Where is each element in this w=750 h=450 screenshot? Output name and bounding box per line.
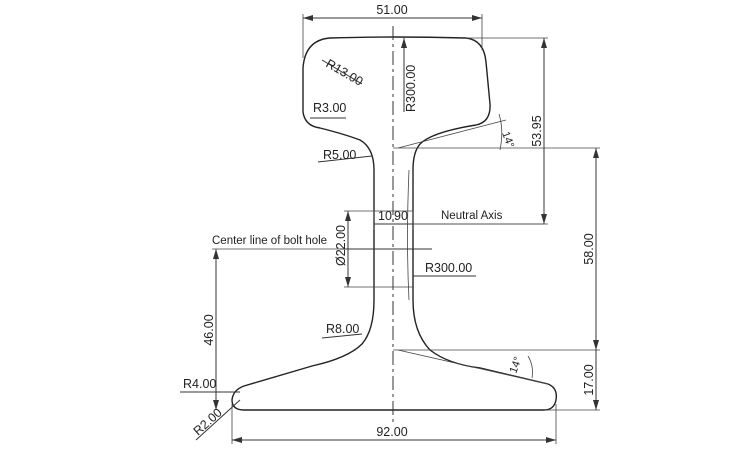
head-angle-ref-line [397, 119, 507, 149]
head-angle-label: 14° [499, 130, 516, 150]
head-web-fillet-label: R5.00 [323, 148, 356, 162]
head-width-label: 51.00 [376, 3, 407, 17]
arrow-head [541, 214, 547, 224]
foot-angle-arc [527, 355, 533, 379]
head-angle-arc [498, 113, 503, 151]
head-lower-radius-label: R3.00 [313, 101, 346, 115]
head-corner-radius-label: R13.00 [324, 56, 366, 88]
foot-tip-lower-radius-label: R2.00 [191, 405, 225, 438]
arrow-head [213, 400, 219, 410]
web-height-label: 58.00 [582, 233, 596, 264]
bolt-hole-center-label: Center line of bolt hole [212, 235, 327, 247]
foot-tip-upper-radius-label: R4.00 [183, 377, 216, 391]
neutral-axis-label: Neutral Axis [441, 210, 503, 222]
arrow-head [213, 249, 219, 259]
web-radius-label: R300.00 [425, 261, 472, 275]
arrow-head [593, 148, 599, 158]
arrow-head [593, 400, 599, 410]
foot-tip-lower-radius-leader [195, 399, 241, 441]
rail-profile-outline [231, 36, 558, 411]
arrow-head [401, 38, 407, 48]
arrow-head [546, 437, 556, 443]
arrow-head [345, 211, 351, 221]
arrow-head [345, 277, 351, 287]
head-height-label: 53.95 [530, 115, 544, 146]
foot-height-label: 17.00 [582, 364, 596, 395]
web-curvature-line [407, 169, 410, 301]
foot-web-fillet-leader [321, 333, 363, 339]
bolt-hole-diameter-label: Ø22.00 [334, 225, 348, 266]
head-web-fillet-leader [317, 155, 373, 163]
arrow-head [472, 15, 482, 21]
web-thickness-right-label: 90 [394, 209, 408, 223]
web-thickness-left-label: 10 [378, 209, 392, 223]
arrow-head [232, 437, 242, 443]
head-radius-label: R300.00 [404, 65, 418, 112]
bolt-hole-height-label: 46.00 [202, 314, 216, 345]
arrow-head [303, 15, 313, 21]
base-width-label: 92.00 [376, 425, 407, 439]
foot-angle-ref-line [397, 349, 549, 385]
arrow-head [593, 340, 599, 350]
foot-angle-label: 14° [508, 355, 525, 375]
foot-web-fillet-label: R8.00 [326, 322, 359, 336]
head-corner-radius-leader [321, 59, 363, 85]
arrow-head [541, 38, 547, 48]
